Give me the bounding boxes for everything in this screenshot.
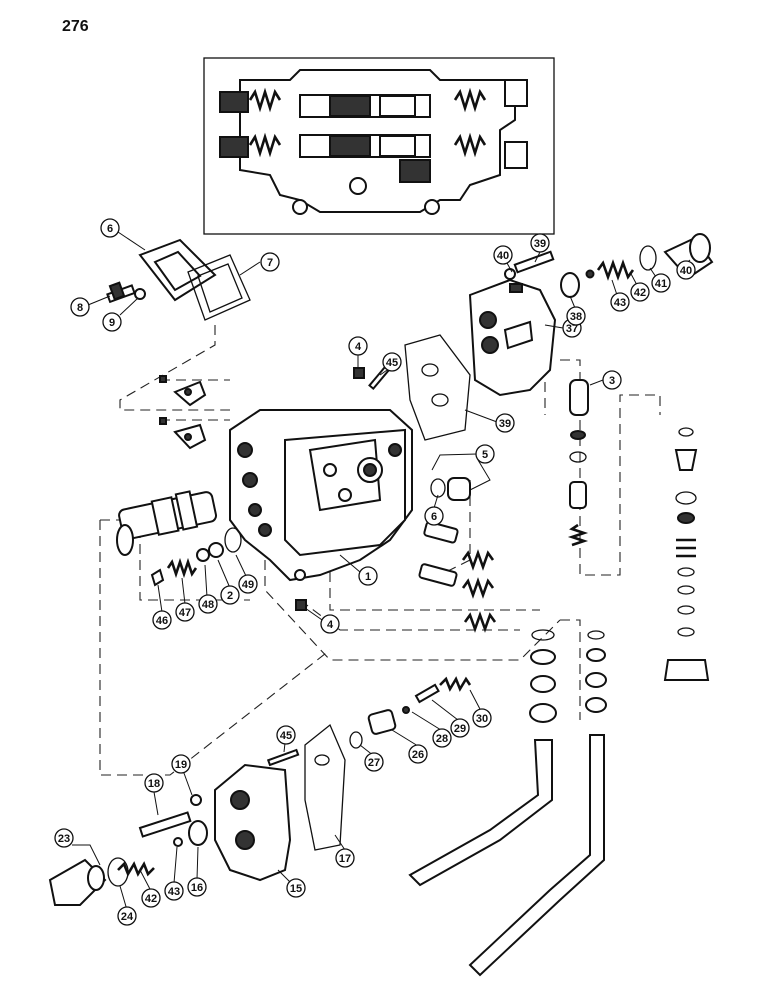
callout-label: 3: [609, 375, 615, 387]
callout-label: 6: [107, 223, 113, 235]
callout-label: 26: [412, 749, 424, 761]
callout-37: 39: [495, 413, 515, 433]
plungers-springs: [418, 477, 497, 633]
callout-2: 2: [220, 585, 240, 605]
cover-plate-group: [106, 238, 251, 321]
callout-9: 8: [70, 297, 90, 317]
lower-end-cap-group: [214, 723, 346, 882]
callout-15: 15: [286, 878, 306, 898]
callout-7: 6: [100, 218, 120, 238]
callout-label: 27: [368, 757, 380, 769]
callout-label: 42: [145, 893, 157, 905]
callout-label: 8: [77, 302, 83, 314]
callout-label: 24: [121, 911, 134, 923]
callout-8: 7: [260, 252, 280, 272]
callout-26: 26: [408, 744, 428, 764]
callout-17: 17: [335, 848, 355, 868]
callout-label: 42: [634, 287, 646, 299]
callout-3: 3: [602, 370, 622, 390]
callout-46: 46: [152, 610, 172, 630]
valve-body-small-parts: [159, 362, 393, 611]
callout-label: 4: [327, 619, 334, 631]
callout-49: 49: [238, 574, 258, 594]
callout-label: 30: [476, 713, 488, 725]
callout-16: 16: [187, 877, 207, 897]
callout-40: 40: [676, 260, 696, 280]
callout-24: 24: [117, 906, 137, 926]
callout-45-bottom: 45: [276, 725, 296, 745]
callout-27: 27: [364, 752, 384, 772]
callout-39: 40: [493, 245, 513, 265]
callout-label: 49: [242, 579, 254, 591]
callout-1: 1: [358, 566, 378, 586]
callout-47: 47: [175, 602, 195, 622]
callout-30: 30: [472, 708, 492, 728]
callout-label: 17: [339, 853, 351, 865]
callout-label: 45: [280, 730, 292, 742]
callout-label: 43: [614, 297, 626, 309]
relief-valve-group: [560, 233, 714, 298]
end-cap-group: [404, 250, 557, 441]
callout-label: 18: [148, 778, 160, 790]
callout-label: 5: [482, 449, 488, 461]
callout-label: 28: [436, 733, 448, 745]
callout-label: 37: [566, 323, 578, 335]
callout-label: 41: [655, 278, 667, 290]
callout-10: 9: [102, 312, 122, 332]
callout-label: 43: [168, 886, 180, 898]
callout-label: 15: [290, 883, 302, 895]
lever-seal-stacks: [529, 629, 607, 723]
callout-label: 19: [175, 759, 187, 771]
callout-label: 38: [570, 311, 582, 323]
callout-18: 18: [144, 773, 164, 793]
cross-section-inset: [203, 57, 555, 235]
left-spring-group: [150, 527, 242, 587]
callout-41: 41: [651, 273, 671, 293]
callout-label: 40: [680, 265, 692, 277]
callout-23: 23: [54, 828, 74, 848]
callout-42-top: 42: [630, 282, 650, 302]
callout-5: 5: [475, 444, 495, 464]
right-seal-column: [663, 427, 710, 681]
callout-label: 39: [499, 418, 511, 430]
callout-label: 29: [454, 723, 466, 735]
callout-36: 38: [566, 306, 586, 326]
callout-4-bottom: 4: [320, 614, 340, 634]
callout-28: 28: [432, 728, 452, 748]
callout-label: 1: [365, 571, 371, 583]
callout-43-bottom: 43: [164, 881, 184, 901]
spool: [116, 490, 218, 556]
callout-29: 29: [450, 718, 470, 738]
page-number: 276: [62, 18, 89, 35]
callout-label: 6: [431, 511, 437, 523]
callout-label: 7: [267, 257, 273, 269]
callout-label: 45: [386, 357, 398, 369]
control-levers: [408, 734, 605, 977]
lower-small-parts: [349, 676, 472, 749]
callout-45-top: 45: [382, 352, 402, 372]
valve-body: [229, 409, 413, 582]
callout-label: 46: [156, 615, 168, 627]
callout-4-top: 4: [348, 336, 368, 356]
callout-38: 39: [530, 233, 550, 253]
callout-label: 39: [534, 238, 546, 250]
callout-label: 47: [179, 607, 191, 619]
callout-label: 2: [227, 590, 233, 602]
callout-label: 23: [58, 833, 70, 845]
callout-label: 4: [355, 341, 362, 353]
callout-6: 6: [424, 506, 444, 526]
callout-19: 19: [171, 754, 191, 774]
callout-43-top: 43: [610, 292, 630, 312]
callout-label: 9: [109, 317, 115, 329]
callout-42-bottom: 42: [141, 888, 161, 908]
callout-label: 40: [497, 250, 509, 262]
plunger-stack: [567, 379, 589, 547]
lower-relief-group: [48, 794, 208, 906]
callout-label: 16: [191, 882, 203, 894]
callout-label: 48: [202, 599, 214, 611]
callout-48: 48: [198, 594, 218, 614]
